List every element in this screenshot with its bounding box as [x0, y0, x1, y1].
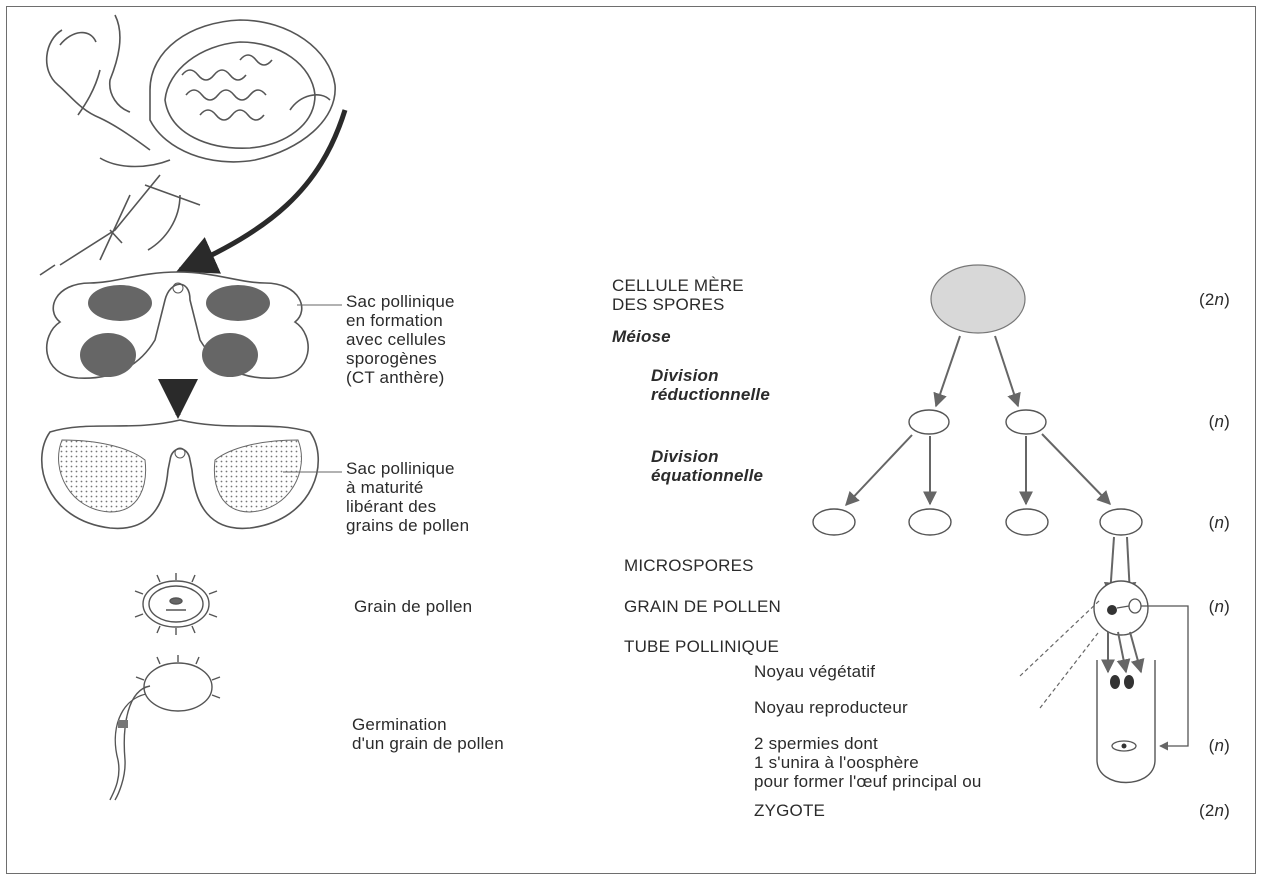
tube-arrows — [1108, 632, 1141, 672]
germinating-pollen-illustration — [110, 655, 220, 800]
tetrad-cells — [813, 509, 1142, 535]
label-cellule-mere: CELLULE MÈRE DES SPORES — [612, 276, 744, 314]
label-division-equationnelle: Division équationnelle — [651, 447, 763, 485]
label-sac-maturite: Sac pollinique à maturité libérant des g… — [346, 459, 469, 535]
ploidy-label: (n) — [1170, 597, 1230, 616]
flower-illustration — [40, 15, 335, 275]
ploidy-label: (n) — [1170, 513, 1230, 532]
ploidy-label: (n) — [1170, 412, 1230, 431]
dyad-cells — [909, 410, 1046, 434]
label-spermies: 2 spermies dont 1 s'unira à l'oosphère p… — [754, 734, 982, 791]
label-grain-de-pollen: GRAIN DE POLLEN — [624, 597, 781, 616]
mother-cell — [931, 265, 1025, 333]
pollen-grain-schematic — [1094, 581, 1176, 635]
label-germination: Germination d'un grain de pollen — [352, 715, 504, 753]
dashed-leaders — [1020, 600, 1100, 708]
label-microspores: MICROSPORES — [624, 556, 754, 575]
anther-formation-illustration — [47, 272, 308, 378]
label-noyau-reproducteur: Noyau reproducteur — [754, 698, 908, 717]
label-zygote: ZYGOTE — [754, 801, 825, 820]
label-division-reductionnelle: Division réductionnelle — [651, 366, 770, 404]
label-tube-pollinique: TUBE POLLINIQUE — [624, 637, 779, 656]
label-meiose: Méiose — [612, 327, 671, 346]
ploidy-label: (2n) — [1170, 290, 1230, 309]
label-grain: Grain de pollen — [354, 597, 472, 616]
label-sac-formation: Sac pollinique en formation avec cellule… — [346, 292, 455, 387]
flow-arrows — [846, 336, 1130, 595]
pollen-grain-illustration — [135, 573, 217, 635]
anther-mature-illustration — [42, 420, 319, 528]
label-noyau-vegetatif: Noyau végétatif — [754, 662, 875, 681]
ploidy-label: (n) — [1170, 736, 1230, 755]
curved-arrow — [180, 110, 345, 270]
ploidy-label: (2n) — [1170, 801, 1230, 820]
